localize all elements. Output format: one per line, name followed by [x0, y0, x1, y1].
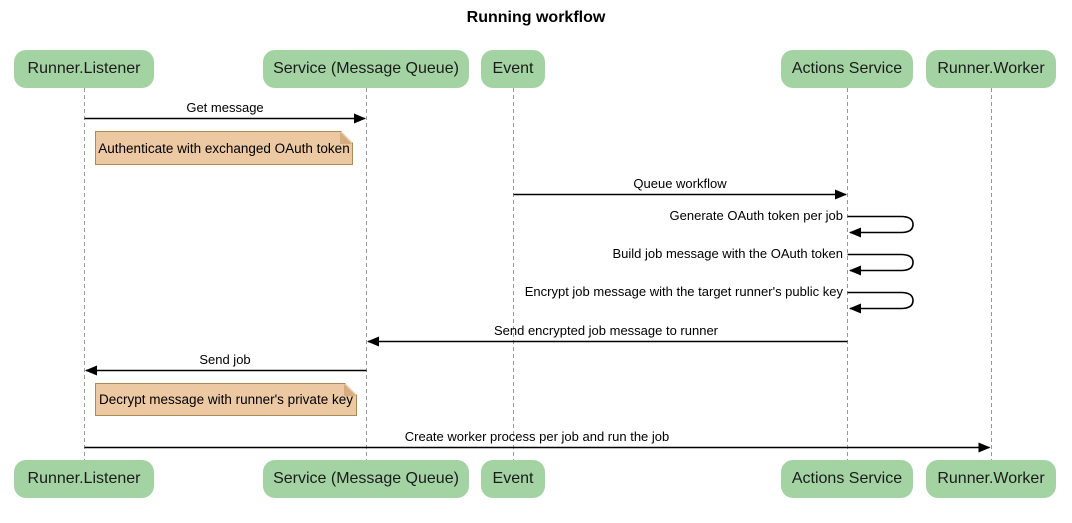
- message-label-build-job-message: Build job message with the OAuth token: [612, 246, 843, 261]
- participant-actions-service-top: Actions Service: [781, 50, 913, 88]
- self-arrow-encrypt-job-message: [847, 291, 914, 314]
- participant-service-message-queue-bottom: Service (Message Queue): [263, 460, 469, 498]
- participant-service-message-queue-top: Service (Message Queue): [263, 50, 469, 88]
- participant-actions-service-bottom: Actions Service: [781, 460, 913, 498]
- participant-runner-worker-bottom: Runner.Worker: [926, 460, 1056, 498]
- note-authenticate-oauth: Authenticate with exchanged OAuth token: [95, 131, 353, 165]
- self-arrow-generate-oauth-token: [847, 215, 914, 238]
- note-authenticate-oauth-text: Authenticate with exchanged OAuth token: [98, 140, 350, 156]
- participant-runner-listener-top: Runner.Listener: [14, 50, 154, 88]
- participant-event-top: Event: [481, 50, 545, 88]
- message-label-send-job: Send job: [199, 352, 251, 367]
- message-label-create-worker-process: Create worker process per job and run th…: [404, 429, 670, 444]
- participant-runner-listener-bottom: Runner.Listener: [14, 460, 154, 498]
- diagram-title: Running workflow: [466, 9, 606, 26]
- message-label-send-encrypted-job-message: Send encrypted job message to runner: [493, 323, 719, 338]
- self-arrow-build-job-message: [847, 253, 914, 276]
- note-decrypt-private-key: Decrypt message with runner's private ke…: [95, 383, 357, 416]
- note-decrypt-private-key-text: Decrypt message with runner's private ke…: [99, 392, 353, 407]
- message-label-queue-workflow: Queue workflow: [633, 176, 727, 191]
- message-label-get-message: Get message: [186, 100, 264, 115]
- participant-runner-worker-top: Runner.Worker: [926, 50, 1056, 88]
- message-label-generate-oauth-token: Generate OAuth token per job: [669, 208, 843, 223]
- message-label-encrypt-job-message: Encrypt job message with the target runn…: [524, 284, 843, 299]
- participant-event-bottom: Event: [481, 460, 545, 498]
